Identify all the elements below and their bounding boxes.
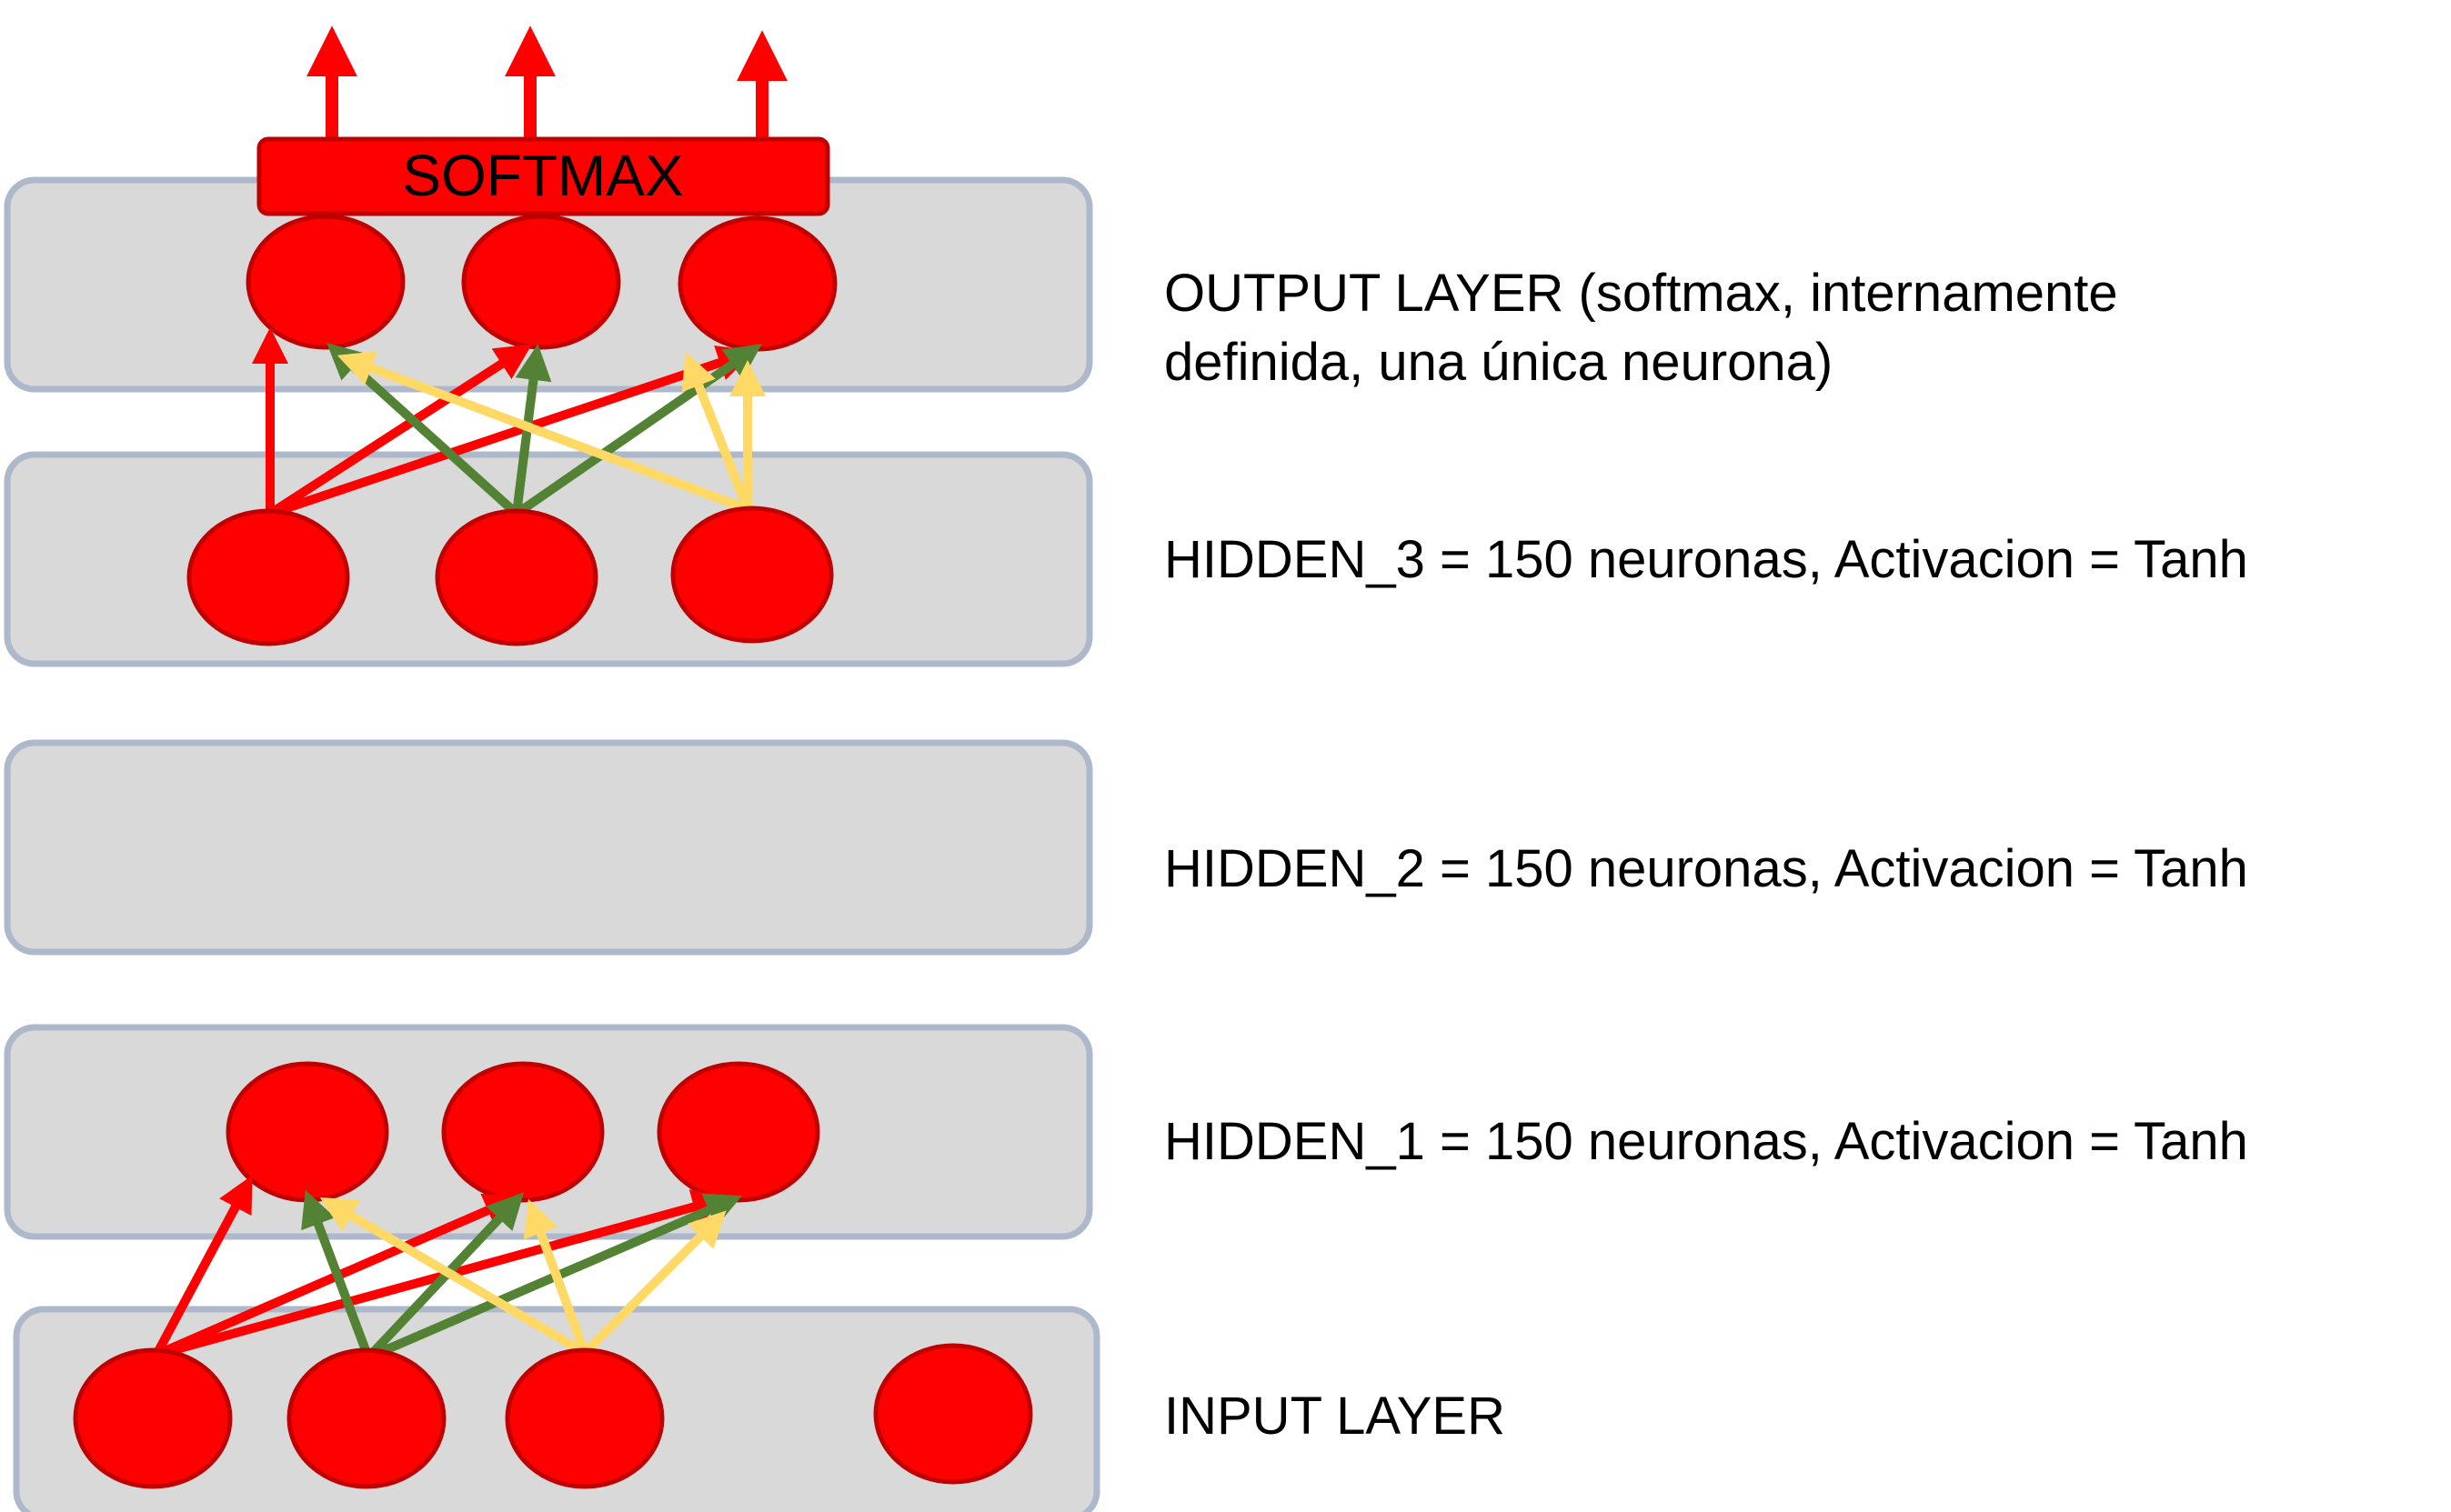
input-to-hidden-1-connections [152,1175,743,1362]
softmax-output-arrows [306,25,788,141]
input-neuron [873,1343,1033,1485]
input-layer-label: INPUT LAYER [1164,1387,1505,1446]
input-neuron [73,1347,233,1489]
output-neuron [246,214,406,350]
hidden-1-layer-label: HIDDEN_1 = 150 neuronas, Activacion = Ta… [1164,1112,2248,1171]
connection-arrow-yellow [523,1198,589,1355]
connection-arrow-red [268,345,755,518]
hidden-2-layer-label: HIDDEN_2 = 150 neuronas, Activacion = Ta… [1164,839,2248,898]
hidden-1-neuron [441,1061,605,1203]
connection-arrow-green [365,1192,525,1361]
hidden-1-neuron [657,1061,820,1203]
hidden-3-neuron [670,506,834,644]
connection-arrow-green [367,1193,743,1362]
hidden-3-layer-label: HIDDEN_3 = 150 neuronas, Activacion = Ta… [1164,530,2248,589]
input-neuron [505,1347,665,1489]
connection-arrow-yellow [319,1197,588,1357]
hidden-1-neuron [226,1061,389,1203]
connection-arrow-yellow [337,351,749,514]
hidden-3-to-output-connections [252,327,766,518]
softmax-bar [256,136,830,216]
connection-arrow-red [267,344,533,518]
input-neuron [286,1347,447,1489]
hidden-3-neuron [435,508,598,646]
connection-arrow-green [512,344,552,515]
connection-arrow-red [152,1175,253,1357]
output-neuron [678,215,838,352]
connection-arrow-red [155,1189,729,1359]
output-layer-label-line-2: definida, una única neurona) [1164,333,1833,392]
hidden-3-neuron [186,508,350,646]
connection-arrow-green [301,1189,373,1359]
connection-arrow-yellow [581,1210,727,1357]
hidden-2-layer-box [4,739,1093,956]
softmax-label: SOFTMAX [402,143,683,208]
connection-arrow-yellow [681,351,752,511]
output-neuron [461,214,621,350]
output-layer-label: OUTPUT LAYER (softmax, internamente [1164,264,2118,323]
